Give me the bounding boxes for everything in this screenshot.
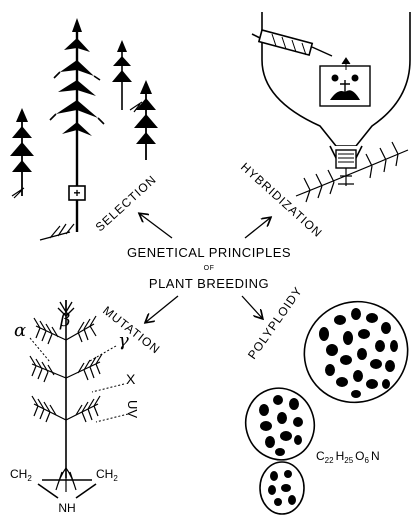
arrow-to-hybridization	[244, 218, 270, 239]
selection-illustration: +	[10, 18, 158, 241]
label-polyploidy: POLYPLOIDY	[245, 284, 305, 362]
pollination-syringe	[251, 29, 333, 57]
label-alpha: α	[14, 320, 26, 341]
cell-small	[259, 461, 305, 515]
ch2-left: CH2	[10, 467, 32, 483]
arrows	[140, 214, 270, 322]
arrow-to-polyploidy	[241, 295, 262, 318]
ch2-right: CH2	[96, 467, 118, 483]
cell-large	[303, 300, 409, 404]
label-uv: UV	[125, 400, 140, 418]
seedling-roots	[55, 467, 77, 492]
flower-window	[319, 57, 371, 107]
small-tree-upper	[112, 40, 132, 110]
mutation-illustration: α β γ X UV CH2 CH2 NH	[10, 300, 140, 515]
radiation-rays	[29, 334, 129, 423]
arrow-to-mutation	[146, 295, 179, 322]
label-beta: β	[59, 310, 70, 331]
label-gamma: γ	[118, 330, 129, 351]
ethyleneimine-structure: CH2 CH2 NH	[10, 467, 118, 515]
label-hybridization: HYBRIDIZATION	[238, 160, 325, 241]
title-of: OF	[204, 265, 215, 272]
label-selection: SELECTION	[93, 172, 160, 234]
hybridization-branch	[295, 141, 409, 203]
center-title: GENETICAL PRINCIPLES OF PLANT BREEDING	[127, 245, 291, 291]
selection-marker-box: +	[68, 185, 86, 201]
mutation-seedling-branches	[29, 315, 103, 423]
cell-medium	[244, 387, 316, 461]
hybridization-illustration	[251, 12, 411, 203]
small-tree-left	[10, 108, 34, 196]
title-line-1: GENETICAL PRINCIPLES	[127, 245, 291, 260]
label-x-ray: X	[126, 371, 136, 387]
small-tree-right	[134, 80, 158, 160]
nh-group: NH	[58, 501, 75, 515]
label-mutation: MUTATION	[100, 303, 163, 356]
title-line-2: PLANT BREEDING	[149, 276, 269, 291]
selection-marker-label: +	[73, 186, 80, 200]
arrow-to-selection	[140, 214, 173, 239]
